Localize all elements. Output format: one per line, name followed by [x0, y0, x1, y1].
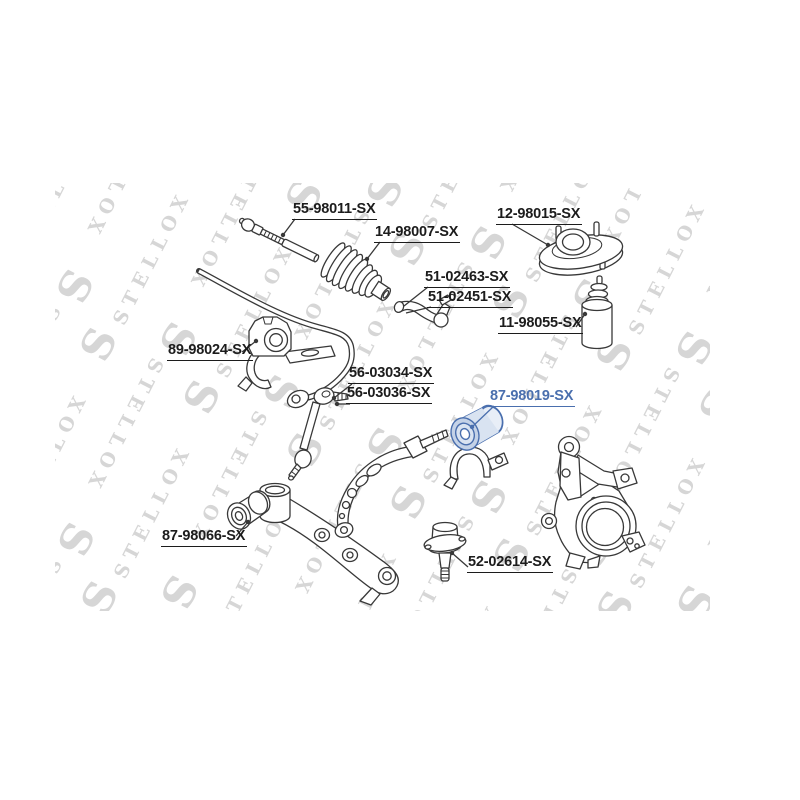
leader-dot [364, 256, 370, 262]
bump-stop-drawing [581, 275, 613, 350]
leader-line [405, 306, 432, 314]
stabilizer-bar-drawing [196, 268, 355, 409]
control-arm-drawing [226, 429, 449, 606]
ball-joint-drawing [423, 521, 467, 582]
part-label-87-98066-sx: 87-98066-SX [161, 528, 248, 548]
part-label-11-98055-sx: 11-98055-SX [498, 315, 584, 335]
part-label-89-98024-sx: 89-98024-SX [167, 342, 254, 362]
steering-boot-drawing [320, 242, 392, 302]
leader-line [575, 313, 586, 328]
leader-line [333, 383, 353, 399]
leader-dot [469, 424, 475, 430]
stabilizer-bushing-bracket-drawing [237, 316, 336, 392]
leader-dot [334, 401, 340, 407]
leader-line [282, 218, 296, 236]
bushing-bracket-drawing [443, 446, 509, 490]
leader-dot [280, 232, 286, 238]
leader-dot [245, 519, 251, 525]
leader-dot [545, 242, 551, 248]
part-label-51-02451-sx: 51-02451-SX [427, 289, 514, 309]
leader-line [511, 223, 549, 246]
steering-knuckle-drawing [540, 435, 646, 570]
part-label-55-98011-sx: 55-98011-SX [292, 201, 378, 221]
leader-line [235, 521, 249, 537]
leader-lines [235, 218, 588, 568]
leader-dot [253, 338, 259, 344]
part-label-56-03034-sx: 56-03034-SX [348, 365, 435, 385]
part-label-51-02463-sx: 51-02463-SX [424, 269, 511, 289]
leader-line [366, 241, 381, 260]
highlighted-bushing-drawing [450, 404, 504, 451]
tie-rod-drawing [238, 217, 320, 263]
leader-line [451, 552, 469, 568]
part-label-52-02614-sx: 52-02614-SX [467, 554, 554, 574]
part-label-56-03036-sx: 56-03036-SX [346, 385, 433, 405]
leader-dot [331, 395, 337, 401]
tie-rod-end-drawing [393, 293, 456, 328]
part-label-87-98019-sx: 87-98019-SX [489, 388, 576, 408]
leader-line [403, 286, 429, 307]
leader-line [241, 340, 257, 353]
stabilizer-link-drawing [287, 387, 349, 481]
strut-mount-drawing [538, 221, 624, 276]
part-label-14-98007-sx: 14-98007-SX [374, 224, 461, 244]
part-label-12-98015-sx: 12-98015-SX [496, 206, 583, 226]
leader-dot [449, 550, 455, 556]
leader-line [471, 405, 495, 428]
leader-dot [582, 311, 588, 317]
